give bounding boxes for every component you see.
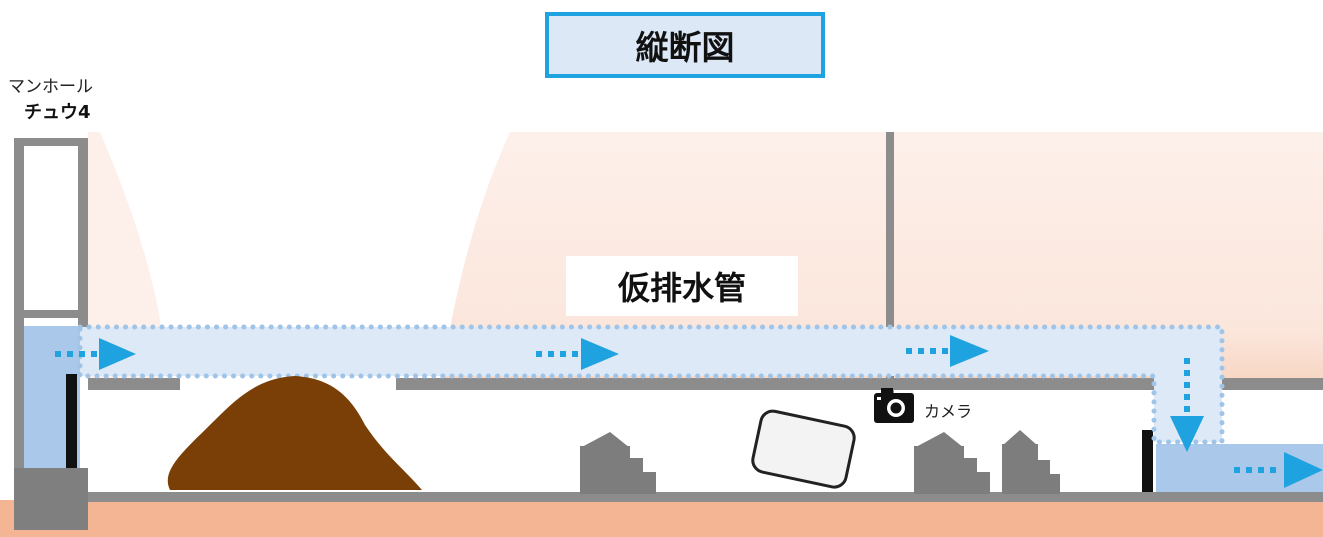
debris-1 bbox=[580, 432, 656, 494]
camera-icon bbox=[874, 388, 914, 423]
soil-background-left bbox=[88, 132, 160, 380]
camera-rod bbox=[886, 132, 894, 396]
sewer-pipe-crown-right bbox=[396, 378, 1158, 390]
bypass-pipe-band bbox=[80, 327, 1222, 376]
sewer-pipe-crown-left bbox=[88, 378, 180, 390]
manhole-id: チュウ4 bbox=[24, 102, 91, 123]
flow-arrow-down bbox=[1170, 358, 1204, 452]
manhole-right-wall bbox=[78, 138, 88, 328]
debris-2 bbox=[914, 432, 990, 494]
ground-layer bbox=[0, 500, 1323, 537]
plug-left bbox=[66, 374, 77, 468]
manhole-label: マンホール bbox=[8, 77, 93, 97]
debris-slab bbox=[751, 409, 856, 489]
bypass-pipe-label: 仮排水管 bbox=[566, 256, 798, 316]
bypass-pipe-outline bbox=[77, 324, 1225, 445]
flow-arrow-outlet bbox=[1234, 452, 1323, 488]
debris-3 bbox=[1002, 430, 1060, 494]
manhole-left-wall bbox=[14, 138, 24, 470]
flow-arrow-manhole bbox=[55, 338, 136, 370]
soil-background-right bbox=[440, 132, 1323, 380]
flow-arrow-bypass-1 bbox=[536, 338, 619, 370]
plug-right bbox=[1142, 430, 1153, 492]
manhole-mid-slab bbox=[14, 310, 88, 318]
diagram-title: 縦断図 bbox=[545, 12, 825, 78]
flow-arrow-bypass-2 bbox=[906, 335, 989, 367]
sewer-pipe-invert bbox=[88, 492, 1323, 502]
manhole-base bbox=[14, 468, 88, 530]
manhole-top bbox=[14, 138, 88, 146]
camera-label: カメラ bbox=[924, 402, 973, 421]
sediment-mound bbox=[167, 376, 422, 490]
sewer-pipe-crown-end bbox=[1222, 378, 1323, 390]
